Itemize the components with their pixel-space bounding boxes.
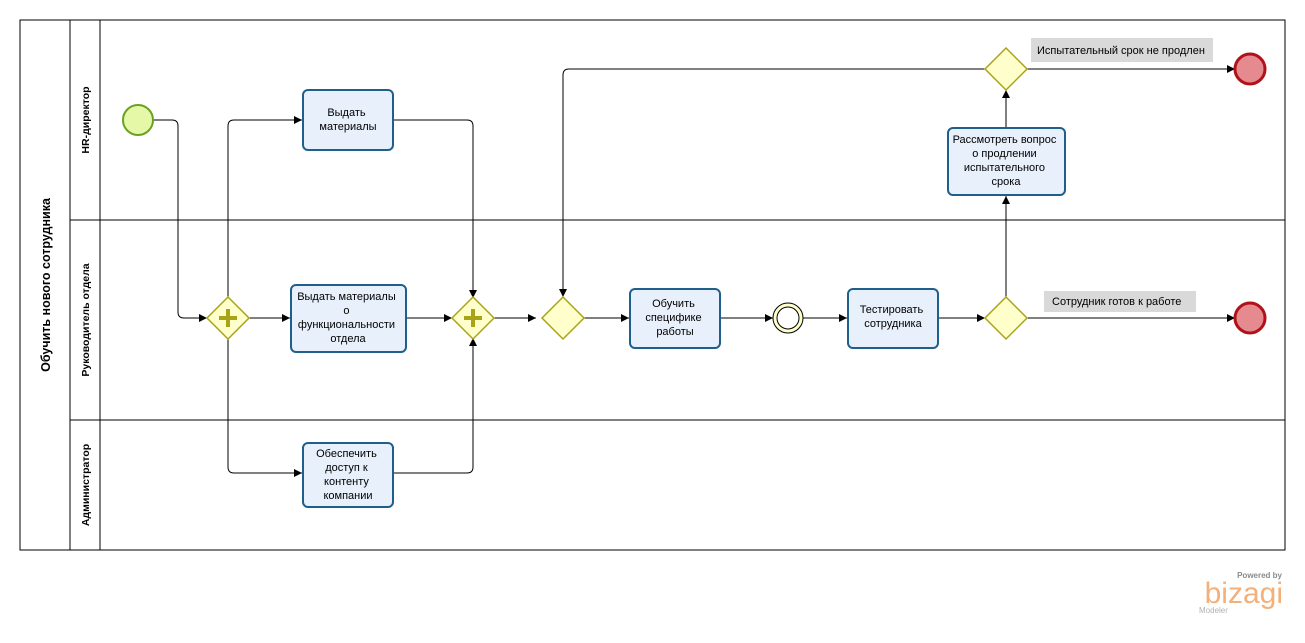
task-give-func-materials[interactable]: Выдать материалы о функциональности отде… [290, 284, 407, 353]
task-line: работы [656, 326, 693, 338]
task-line: срока [992, 176, 1022, 188]
task-line: Рассмотреть вопрос [953, 134, 1057, 146]
task-give-materials[interactable]: Выдать материалы [302, 89, 394, 151]
exclusive-gateway-merge[interactable] [540, 295, 586, 341]
task-line: контенту [324, 476, 369, 488]
svg-text:Обучить специфике: Обучить специфике работы [645, 298, 704, 338]
plus-icon [219, 309, 237, 327]
condition-ready-text: Сотрудник готов к работе [1052, 296, 1181, 308]
exclusive-gateway-decision-2[interactable] [983, 46, 1029, 92]
brand-name: bizagi [1205, 577, 1283, 610]
task-line: компании [323, 490, 372, 502]
svg-text:Тестировать сотрудника: Тестировать сотрудника [860, 304, 927, 330]
task-line: сотрудника [864, 318, 922, 330]
condition-not-extended-text: Испытательный срок не продлен [1037, 45, 1205, 57]
lane-label-hr: HR-директор [80, 86, 92, 153]
task-line: испытательного [964, 162, 1045, 174]
bizagi-watermark: Powered by bizagi Modeler [1199, 571, 1283, 615]
parallel-gateway-fork[interactable] [205, 295, 251, 341]
start-event[interactable] [122, 104, 154, 136]
brand-product: Modeler [1199, 606, 1228, 615]
parallel-gateway-join[interactable] [450, 295, 496, 341]
task-line: Тестировать [860, 304, 924, 316]
end-event-ready[interactable] [1233, 301, 1267, 335]
task-line: функциональности [298, 319, 395, 331]
task-line: Обучить [652, 298, 695, 310]
task-line: отдела [330, 333, 366, 345]
condition-not-extended: Испытательный срок не продлен [1031, 38, 1213, 62]
svg-text:Рассмотреть вопрос о про: Рассмотреть вопрос о продлении испытател… [953, 134, 1060, 188]
exclusive-gateway-decision[interactable] [983, 295, 1029, 341]
svg-text:Обеспечить доступ к: Обеспечить доступ к контенту компании [316, 448, 380, 502]
intermediate-event[interactable] [772, 302, 804, 334]
flow-decision2-loop-back [559, 68, 985, 297]
flow-fork-to-access [227, 338, 302, 477]
condition-ready: Сотрудник готов к работе [1044, 291, 1196, 312]
svg-text:Выдать материалы о: Выдать материалы о функциональности отде… [297, 291, 399, 345]
task-teach-specifics[interactable]: Обучить специфике работы [629, 288, 721, 349]
task-line: о [343, 305, 349, 317]
task-line: материалы [319, 121, 376, 133]
flow-start-to-fork [153, 119, 207, 322]
sequence-flows [153, 65, 1235, 477]
task-provide-access[interactable]: Обеспечить доступ к контенту компании [302, 442, 394, 508]
pool: Обучить нового сотрудника [19, 19, 1286, 551]
end-event-not-extended[interactable] [1233, 52, 1267, 86]
lane-labels: HR-директор Руководитель отдела Админист… [80, 86, 92, 526]
task-line: Выдать материалы [297, 291, 396, 303]
lane-label-head: Руководитель отдела [80, 263, 92, 376]
task-line: Выдать [327, 107, 366, 119]
plus-icon [464, 309, 482, 327]
flow-access-to-join [393, 338, 477, 474]
powered-by-text: Powered by [1237, 571, 1282, 580]
task-line: о продлении [972, 148, 1036, 160]
svg-text:Выдать материалы: Выдать материалы [319, 107, 376, 133]
flow-fork-to-give-materials [227, 116, 302, 298]
pool-title: Обучить нового сотрудника [39, 197, 53, 372]
task-consider-extension[interactable]: Рассмотреть вопрос о продлении испытател… [947, 127, 1066, 196]
task-test-employee[interactable]: Тестировать сотрудника [847, 288, 939, 349]
task-line: доступ к [325, 462, 368, 474]
flow-give-materials-to-join [393, 119, 477, 298]
lane-label-admin: Администратор [80, 444, 92, 526]
task-line: Обеспечить [316, 448, 377, 460]
task-line: специфике [645, 312, 701, 324]
